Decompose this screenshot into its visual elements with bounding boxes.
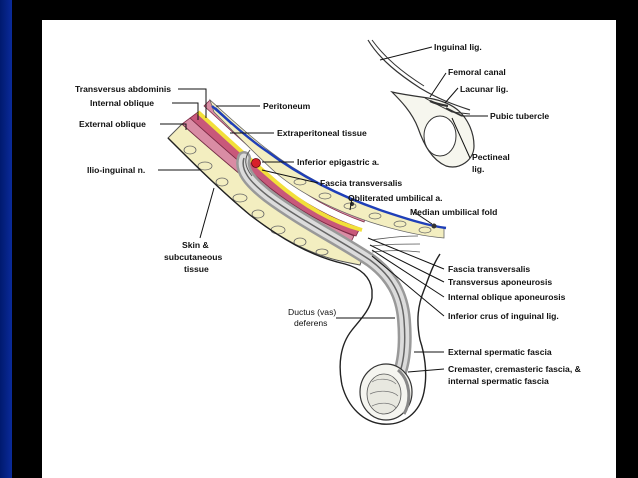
inferior-epigastric-vessel xyxy=(251,158,261,168)
label-femoral-canal: Femoral canal xyxy=(448,67,506,77)
label-obliterated-umbilical: Obliterated umbilical a. xyxy=(348,193,443,203)
label-median-umbilical-fold: Median umbilical fold xyxy=(410,207,497,217)
label-skin-1: Skin & xyxy=(182,240,209,250)
label-ductus-2: deferens xyxy=(294,318,327,328)
label-ductus-1: Ductus (vas) xyxy=(288,307,336,317)
label-internal-oblique: Internal oblique xyxy=(90,98,154,108)
testis xyxy=(359,363,413,421)
label-inferior-epigastric: Inferior epigastric a. xyxy=(297,157,379,167)
leader-lines xyxy=(158,46,488,373)
label-external-spermatic: External spermatic fascia xyxy=(448,347,552,357)
label-cremaster-2: internal spermatic fascia xyxy=(448,376,549,386)
label-pubic-tubercle: Pubic tubercle xyxy=(490,111,549,121)
label-cremaster-1: Cremaster, cremasteric fascia, & xyxy=(448,364,581,374)
label-fascia-transversalis-right: Fascia transversalis xyxy=(448,264,530,274)
label-ilio-inguinal: Ilio-inguinal n. xyxy=(87,165,145,175)
label-external-oblique: External oblique xyxy=(79,119,146,129)
label-skin-2: subcutaneous xyxy=(164,252,222,262)
label-inguinal-lig: Inguinal lig. xyxy=(434,42,482,52)
extraperitoneal-tissue xyxy=(209,98,445,239)
label-transversus-aponeurosis: Transversus aponeurosis xyxy=(448,277,552,287)
pelvis-inset xyxy=(367,39,475,168)
label-internal-oblique-aponeurosis: Internal oblique aponeurosis xyxy=(448,292,566,302)
labels: Inguinal lig. Femoral canal Lacunar lig.… xyxy=(75,42,581,386)
label-extraperitoneal: Extraperitoneal tissue xyxy=(277,128,367,138)
fascia-yellow xyxy=(196,110,363,232)
label-peritoneum: Peritoneum xyxy=(263,101,311,111)
label-transversus-abdominis: Transversus abdominis xyxy=(75,84,171,94)
label-pectineal-lig-1: Pectineal xyxy=(472,152,510,162)
label-skin-3: tissue xyxy=(184,264,209,274)
slide-accent-bar xyxy=(0,0,12,478)
label-pectineal-lig-2: lig. xyxy=(472,164,484,174)
label-lacunar-lig: Lacunar lig. xyxy=(460,84,508,94)
skin-contour xyxy=(167,137,441,425)
label-fascia-transversalis-top: Fascia transversalis xyxy=(320,178,402,188)
label-inferior-crus: Inferior crus of inguinal lig. xyxy=(448,311,559,321)
